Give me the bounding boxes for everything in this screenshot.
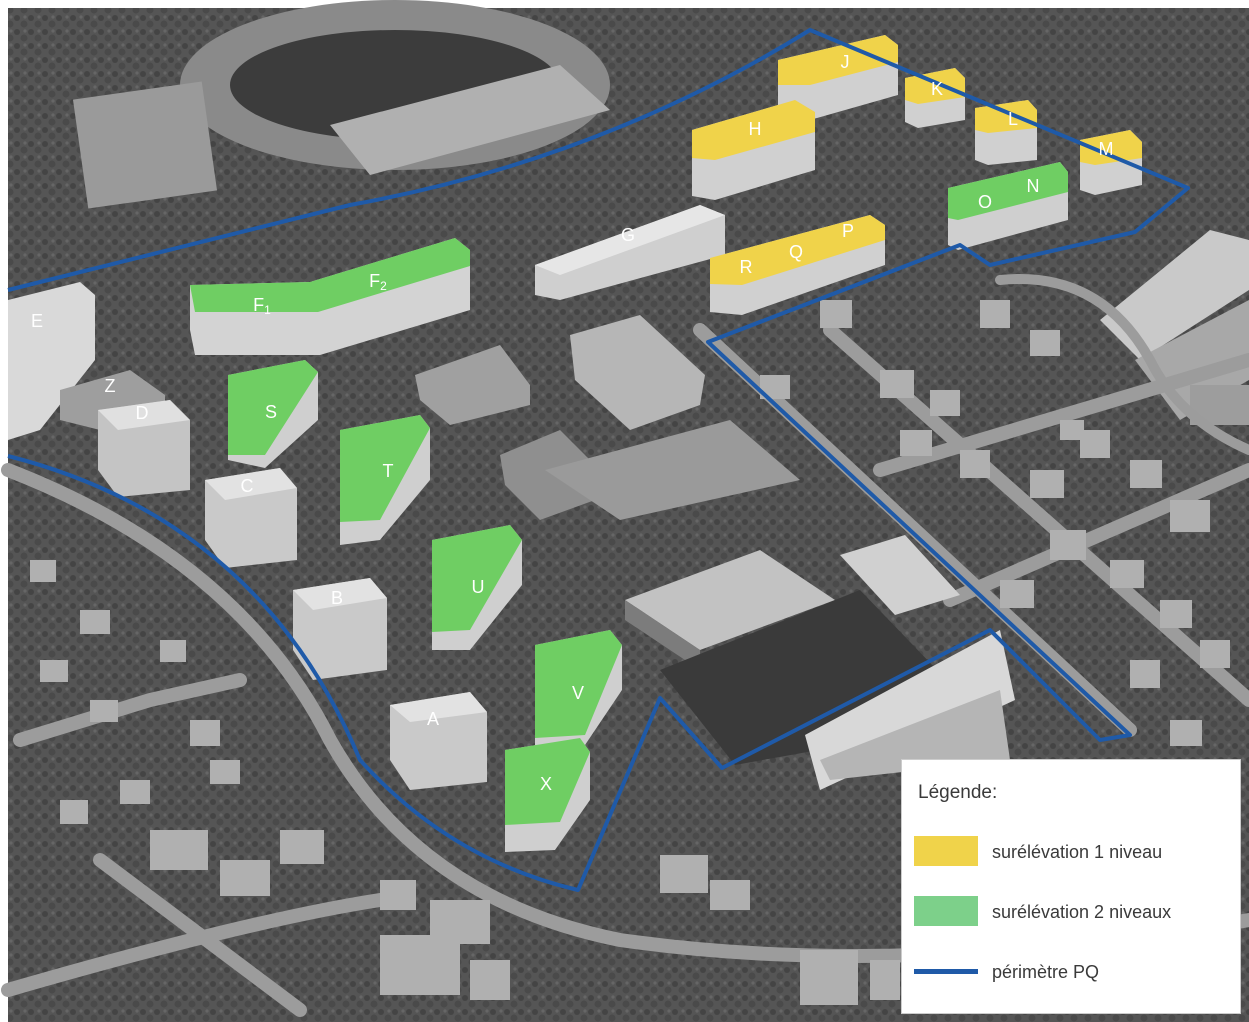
building-label-x: X — [540, 774, 552, 794]
building-label-h: H — [749, 119, 762, 139]
building-label-p: P — [842, 221, 854, 241]
legend-line-blue — [914, 969, 978, 974]
building-label-a: A — [427, 709, 439, 729]
building-label-s: S — [265, 402, 277, 422]
campus-buildings — [415, 315, 1015, 790]
building-label-t: T — [383, 461, 394, 481]
legend-label-perimeter: périmètre PQ — [992, 962, 1100, 982]
legend-item-two-levels: surélévation 2 niveaux — [914, 896, 1234, 930]
building-label-q: Q — [789, 242, 803, 262]
legend-title: Légende: — [918, 782, 998, 803]
perimeter-pq — [7, 28, 1190, 892]
building-label-z: Z — [105, 376, 116, 396]
building-label-j: J — [841, 52, 850, 72]
building-label-n: N — [1027, 176, 1040, 196]
building-label-b: B — [331, 588, 343, 608]
building-labels: J K L M H R Q P O N F1 F2 S T U V X G E … — [31, 52, 1114, 794]
building-label-o: O — [978, 192, 992, 212]
legend-label-one-level: surélévation 1 niveau — [992, 842, 1163, 862]
building-label-c: C — [241, 476, 254, 496]
legend-swatch-yellow — [914, 836, 978, 866]
building-label-g: G — [621, 225, 635, 245]
houses — [30, 300, 1230, 1005]
building-label-v: V — [572, 683, 584, 703]
legend-item-perimeter: périmètre PQ — [914, 956, 1234, 990]
two-level-buildings — [190, 162, 1068, 852]
existing-buildings — [8, 205, 725, 790]
building-label-k: K — [931, 79, 943, 99]
building-label-r: R — [740, 257, 753, 277]
legend: Légende: surélévation 1 niveau surélévat… — [901, 759, 1241, 1014]
legend-swatch-green — [914, 896, 978, 926]
legend-label-two-levels: surélévation 2 niveaux — [992, 902, 1172, 922]
building-label-e: E — [31, 311, 43, 331]
building-label-d: D — [136, 403, 149, 423]
building-label-u: U — [472, 577, 485, 597]
building-label-l: L — [1008, 109, 1018, 129]
legend-item-one-level: surélévation 1 niveau — [914, 836, 1234, 870]
roads — [1, 274, 1249, 1017]
stadium — [72, 0, 610, 209]
one-level-buildings — [692, 35, 1142, 315]
building-label-m: M — [1099, 139, 1114, 159]
